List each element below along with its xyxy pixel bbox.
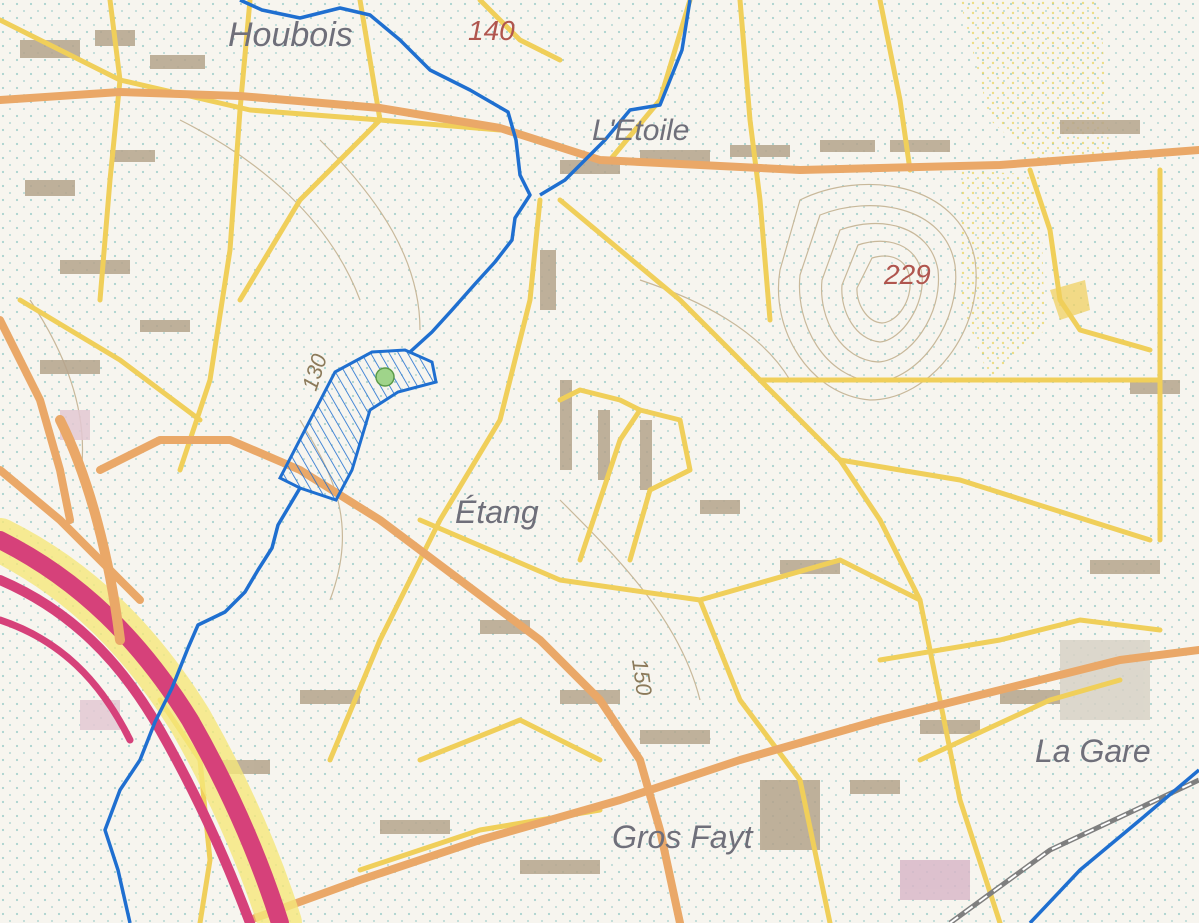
label-etoile: L'Etoile <box>592 114 689 147</box>
elevation-labels: 140 229 <box>468 15 931 290</box>
site-marker-icon[interactable] <box>375 367 395 387</box>
label-gros-fayt: Gros Fayt <box>612 819 754 855</box>
roads-main <box>0 88 1199 923</box>
label-la-gare: La Gare <box>1035 733 1151 769</box>
label-etang: Étang <box>455 494 539 530</box>
motorway <box>0 415 302 923</box>
boundary-line <box>103 0 1199 923</box>
hatched-zone <box>277 348 438 502</box>
buildings-layer <box>20 30 1180 900</box>
contour-label-south: 150 <box>627 657 657 698</box>
place-labels: Houbois L'Etoile Étang La Gare Gros Fayt <box>228 16 1151 855</box>
label-houbois: Houbois <box>228 16 353 54</box>
elevation-summit: 229 <box>883 259 931 290</box>
roads-minor <box>0 0 1163 923</box>
railway <box>948 777 1199 923</box>
elevation-north: 140 <box>468 15 515 46</box>
